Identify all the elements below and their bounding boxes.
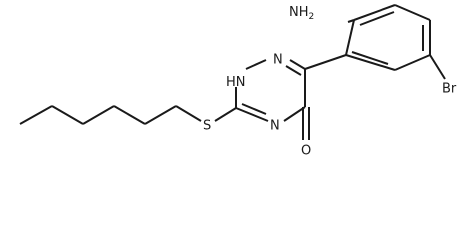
atom-o: O bbox=[301, 144, 311, 158]
bond-chain-5 bbox=[144, 105, 177, 125]
bond-n4-c3 bbox=[235, 107, 269, 122]
atom-br: Br bbox=[442, 82, 457, 97]
bond-ar-1 bbox=[345, 19, 355, 56]
structure-diagram: NH2 Br N HN N S O bbox=[19, 4, 457, 158]
atom-n-ring-bottom: N bbox=[270, 119, 280, 134]
bonds bbox=[19, 4, 446, 140]
atom-hn-ring: HN bbox=[226, 75, 246, 90]
bond-chain-s bbox=[175, 105, 202, 122]
bond-ar-nh2 bbox=[347, 19, 355, 23]
bond-n1-c6 bbox=[289, 59, 306, 70]
bond-chain-4 bbox=[113, 105, 146, 125]
atom-labels: NH2 Br N HN N S O bbox=[203, 5, 457, 158]
bond-s-c3 bbox=[214, 107, 237, 122]
bond-ar-br bbox=[429, 54, 446, 80]
bond-ar-5 bbox=[394, 54, 431, 71]
bond-chain-3 bbox=[82, 105, 115, 125]
bond-n4-c3-double bbox=[241, 103, 267, 115]
bond-ar-3 bbox=[394, 4, 431, 21]
atom-s: S bbox=[203, 119, 211, 134]
bond-c5-n4 bbox=[283, 106, 306, 122]
bond-chain-1 bbox=[19, 105, 53, 125]
bond-chain-2 bbox=[51, 105, 84, 125]
bond-c6-phenyl bbox=[304, 54, 347, 70]
atom-nh2: NH2 bbox=[289, 5, 314, 22]
bond-n2-n1 bbox=[245, 59, 267, 70]
bond-ar-6 bbox=[345, 54, 396, 71]
bond-n1-c6-double bbox=[285, 65, 302, 76]
bond-ar-2 bbox=[353, 4, 396, 21]
bond-ar-inner-1 bbox=[359, 11, 395, 26]
bond-ar-inner-3 bbox=[351, 51, 389, 65]
atom-n-ring-top: N bbox=[273, 53, 283, 68]
